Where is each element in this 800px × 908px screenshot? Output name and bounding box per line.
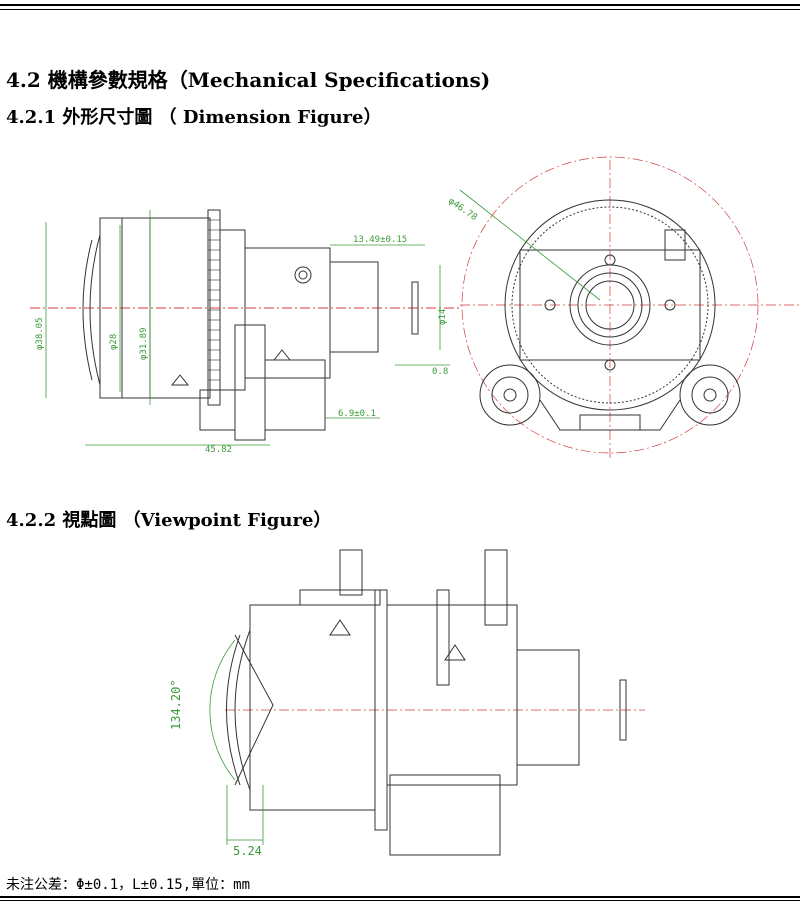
dim-length-69: 6.9±0.1 (338, 409, 376, 419)
dimension-side-view: φ38.05 φ28 φ31.89 13.49±0.15 φ14 0.8 6.9… (30, 209, 460, 455)
bottom-rule-thin (0, 900, 800, 901)
viewpoint-figure-heading: 4.2.2 視點圖 （Viewpoint Figure） (6, 510, 332, 531)
bottom-rule (0, 896, 800, 898)
top-rule-thin (0, 9, 800, 10)
dim-outer-diameter: φ38.05 (35, 317, 45, 350)
distance-label: 5.24 (233, 844, 262, 858)
dim-total-length: 45.82 (205, 445, 232, 455)
dim-mid-diameter: φ28 (109, 334, 119, 350)
dimension-figure-heading: 4.2.1 外形尺寸圖 （ Dimension Figure） (6, 107, 382, 128)
dimension-front-view: φ46.78 (446, 156, 800, 460)
dim-thickness: 0.8 (432, 367, 448, 377)
dim-diameter-14: φ14 (438, 309, 448, 325)
section-heading: 4.2 機構參數規格（Mechanical Specifications) (6, 68, 491, 92)
viewing-angle-label: 134.20° (169, 679, 183, 730)
dim-length-13: 13.49±0.15 (353, 235, 407, 245)
tolerance-note: 未注公差：Φ±0.1，L±0.15,單位：mm (6, 877, 251, 893)
dim-inner-diameter: φ31.89 (139, 327, 149, 360)
viewpoint-figure: 134.20° 5.24 (169, 549, 645, 858)
top-rule (0, 4, 800, 6)
